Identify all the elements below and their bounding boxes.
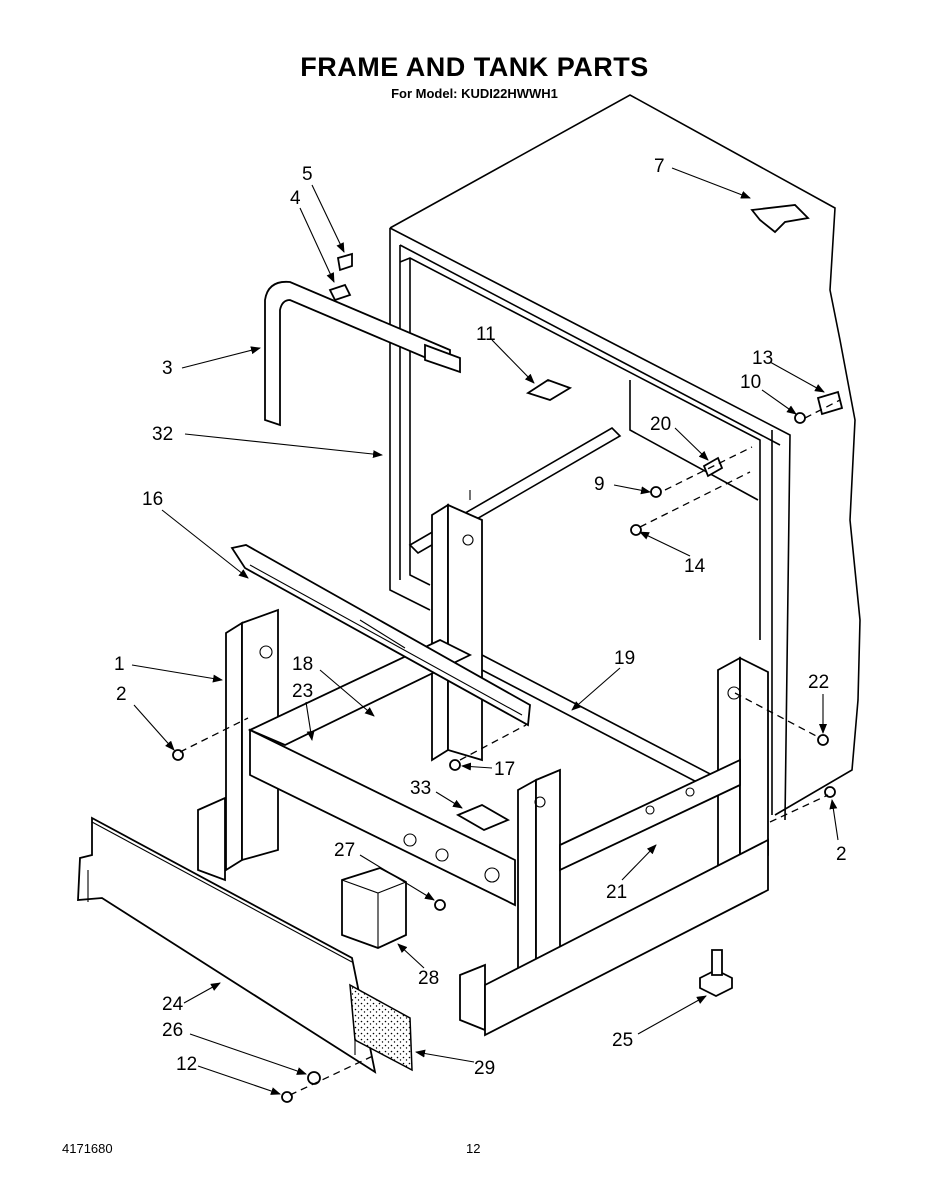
callout-11: 11 bbox=[476, 324, 496, 345]
leader-lines bbox=[131, 167, 839, 1095]
callout-20: 20 bbox=[650, 414, 671, 435]
callout-1: 1 bbox=[114, 654, 125, 675]
callout-25: 25 bbox=[612, 1030, 633, 1051]
callout-27: 27 bbox=[334, 840, 355, 861]
callout-23: 23 bbox=[292, 681, 313, 702]
page-number: 12 bbox=[466, 1141, 481, 1156]
small-parts bbox=[172, 204, 844, 1103]
gasket-3-4 bbox=[264, 280, 461, 427]
model-subtitle: For Model: KUDI22HWWH1 bbox=[391, 86, 558, 101]
assembly-lines bbox=[179, 399, 841, 1096]
callout-numbers: 1 2 2 3 4 5 7 9 10 11 12 13 14 16 17 18 … bbox=[114, 156, 847, 1079]
callout-28: 28 bbox=[418, 968, 439, 989]
front-trim-16 bbox=[230, 544, 531, 727]
callout-13: 13 bbox=[752, 348, 773, 369]
callout-4: 4 bbox=[290, 188, 301, 209]
callout-10: 10 bbox=[740, 372, 761, 393]
toe-panel-24 bbox=[77, 816, 377, 1074]
callout-9: 9 bbox=[594, 474, 605, 495]
callout-12: 12 bbox=[176, 1054, 197, 1075]
tank-rail bbox=[408, 426, 622, 555]
callout-3: 3 bbox=[162, 358, 173, 379]
callout-2-right: 2 bbox=[836, 844, 847, 865]
insulation-29 bbox=[349, 983, 413, 1072]
document-number: 4171680 bbox=[62, 1141, 113, 1156]
callout-32: 32 bbox=[152, 424, 173, 445]
callout-17: 17 bbox=[494, 759, 515, 780]
page-title: FRAME AND TANK PARTS bbox=[300, 52, 649, 82]
callout-16: 16 bbox=[142, 489, 163, 510]
callout-14: 14 bbox=[684, 556, 706, 577]
callout-26: 26 bbox=[162, 1020, 183, 1041]
callout-22: 22 bbox=[808, 672, 829, 693]
callout-2-left: 2 bbox=[116, 684, 127, 705]
callout-19: 19 bbox=[614, 648, 635, 669]
callout-18: 18 bbox=[292, 654, 313, 675]
callout-33: 33 bbox=[410, 778, 431, 799]
callout-24: 24 bbox=[162, 994, 184, 1015]
callout-7: 7 bbox=[654, 156, 665, 177]
frame-assembly bbox=[197, 503, 769, 1037]
callout-29: 29 bbox=[474, 1058, 495, 1079]
callout-5: 5 bbox=[302, 164, 313, 185]
callout-21: 21 bbox=[606, 882, 627, 903]
tank-shell bbox=[389, 94, 861, 821]
